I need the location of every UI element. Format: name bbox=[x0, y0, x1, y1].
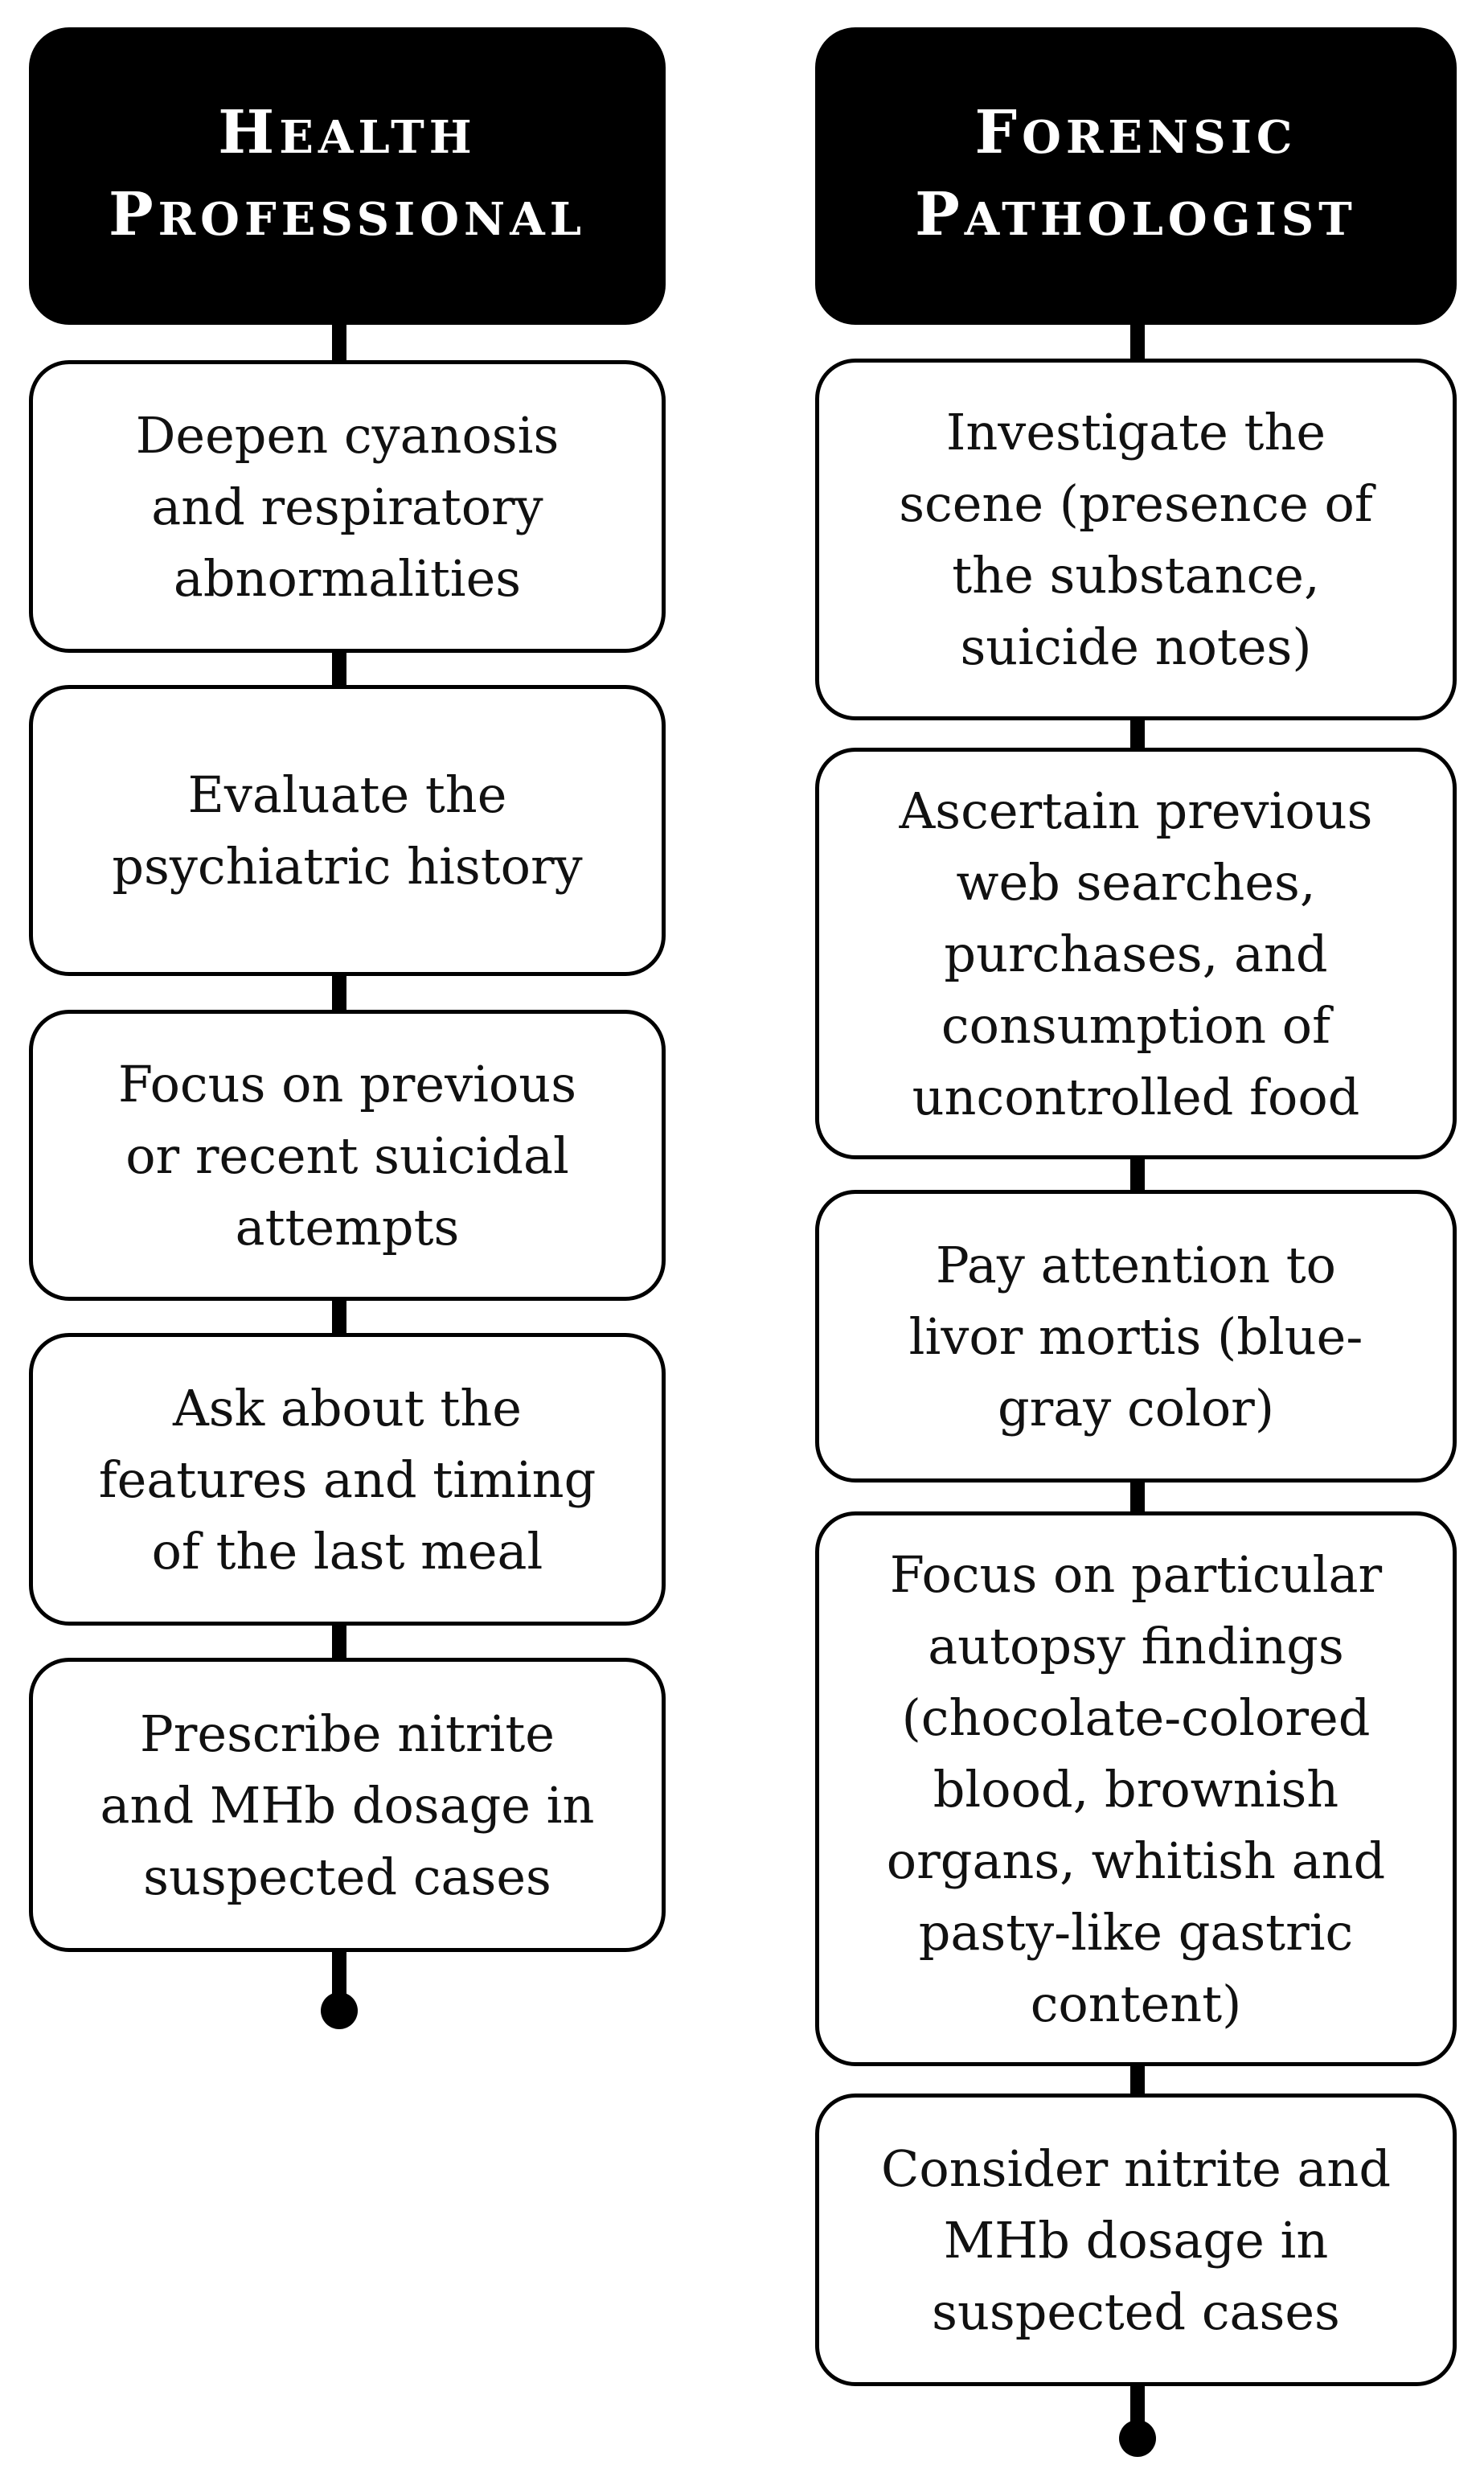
right-step-1: Investigate the scene (presence of the s… bbox=[815, 359, 1457, 720]
left-step-2-text: Evaluate the psychiatric history bbox=[112, 765, 583, 896]
forensic-pathologist-header: Forensic pathologist bbox=[815, 27, 1457, 325]
right-header-line-2: pathologist bbox=[915, 180, 1357, 249]
left-header-line-1: Health bbox=[218, 98, 477, 167]
right-step-4: Focus on particular autopsy findings (ch… bbox=[815, 1511, 1457, 2066]
right-step-5-text: Consider nitrite and MHb dosage in suspe… bbox=[880, 2139, 1392, 2341]
left-step-1: Deepen cyanosis and respiratory abnormal… bbox=[29, 360, 666, 653]
right-step-2-text: Ascertain previous web searches, purchas… bbox=[899, 781, 1373, 1126]
left-step-4: Ask about the features and timing of the… bbox=[29, 1333, 666, 1626]
left-step-5: Prescribe nitrite and MHb dosage in susp… bbox=[29, 1658, 666, 1952]
left-step-3-text: Focus on previous or recent suicidal att… bbox=[117, 1054, 577, 1257]
left-step-3: Focus on previous or recent suicidal att… bbox=[29, 1010, 666, 1301]
left-end-dot bbox=[321, 1992, 358, 2029]
right-step-1-text: Investigate the scene (presence of the s… bbox=[899, 403, 1373, 676]
left-header-line-2: professional bbox=[108, 180, 587, 249]
right-end-dot bbox=[1119, 2420, 1156, 2457]
right-header-line-1: Forensic bbox=[974, 98, 1297, 167]
left-step-1-text: Deepen cyanosis and respiratory abnormal… bbox=[135, 405, 560, 608]
health-professional-header: Health professional bbox=[29, 27, 666, 325]
right-step-4-text: Focus on particular autopsy findings (ch… bbox=[886, 1544, 1386, 2033]
left-step-2: Evaluate the psychiatric history bbox=[29, 685, 666, 976]
right-step-3-text: Pay attention to livor mortis (blue- gra… bbox=[908, 1235, 1363, 1437]
left-step-5-text: Prescribe nitrite and MHb dosage in susp… bbox=[100, 1704, 595, 1906]
left-step-4-text: Ask about the features and timing of the… bbox=[98, 1378, 596, 1581]
right-step-5: Consider nitrite and MHb dosage in suspe… bbox=[815, 2094, 1457, 2386]
right-step-2: Ascertain previous web searches, purchas… bbox=[815, 748, 1457, 1159]
right-step-3: Pay attention to livor mortis (blue- gra… bbox=[815, 1190, 1457, 1483]
